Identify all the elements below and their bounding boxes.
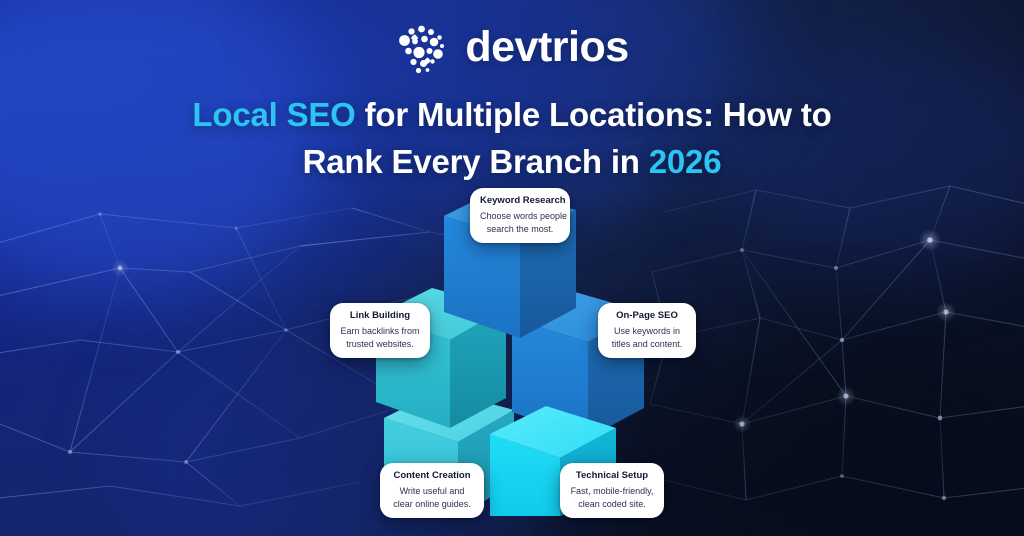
- card-description-line-2: trusted websites.: [346, 338, 414, 349]
- devtrios-dot-cluster-logo-icon: [395, 19, 451, 75]
- card-title: Content Creation: [393, 470, 471, 481]
- headline-accent-lead: Local SEO: [192, 96, 356, 133]
- card-description-line-2: clear online guides.: [393, 498, 471, 509]
- label-card-technical-setup[interactable]: Technical Setup Fast, mobile-friendly, c…: [560, 463, 664, 519]
- headline-part-one: for Multiple Locations: How to: [355, 96, 832, 133]
- card-description-line-1: Use keywords in: [613, 325, 681, 336]
- card-description-line-1: Earn backlinks from: [340, 325, 420, 336]
- card-description-line-1: Choose words people: [480, 210, 568, 221]
- headline-part-two: Rank Every Branch in: [302, 142, 649, 180]
- brand-name: devtrios: [465, 22, 629, 71]
- page-title: Local SEO for Multiple Locations: How to…: [132, 92, 892, 186]
- card-description-line-1: Fast, mobile-friendly,: [570, 485, 654, 496]
- label-card-keyword-research[interactable]: Keyword Research Choose words people sea…: [470, 188, 570, 244]
- headline-accent-year: 2026: [648, 142, 722, 180]
- card-title: Link Building: [349, 310, 411, 321]
- card-description-line-2: search the most.: [486, 223, 554, 234]
- card-title: On-Page SEO: [616, 310, 678, 321]
- card-description-line-2: clean coded site.: [578, 498, 646, 509]
- card-title: Keyword Research: [480, 195, 566, 206]
- label-card-link-building[interactable]: Link Building Earn backlinks from truste…: [330, 303, 430, 359]
- card-description-line-2: titles and content.: [611, 338, 683, 349]
- card-description-line-1: Write useful and: [399, 485, 465, 496]
- card-title: Technical Setup: [575, 470, 649, 481]
- label-card-on-page-seo[interactable]: On-Page SEO Use keywords in titles and c…: [598, 303, 696, 359]
- label-card-content-creation[interactable]: Content Creation Write useful and clear …: [380, 463, 484, 519]
- brand-lockup: devtrios: [0, 18, 1024, 76]
